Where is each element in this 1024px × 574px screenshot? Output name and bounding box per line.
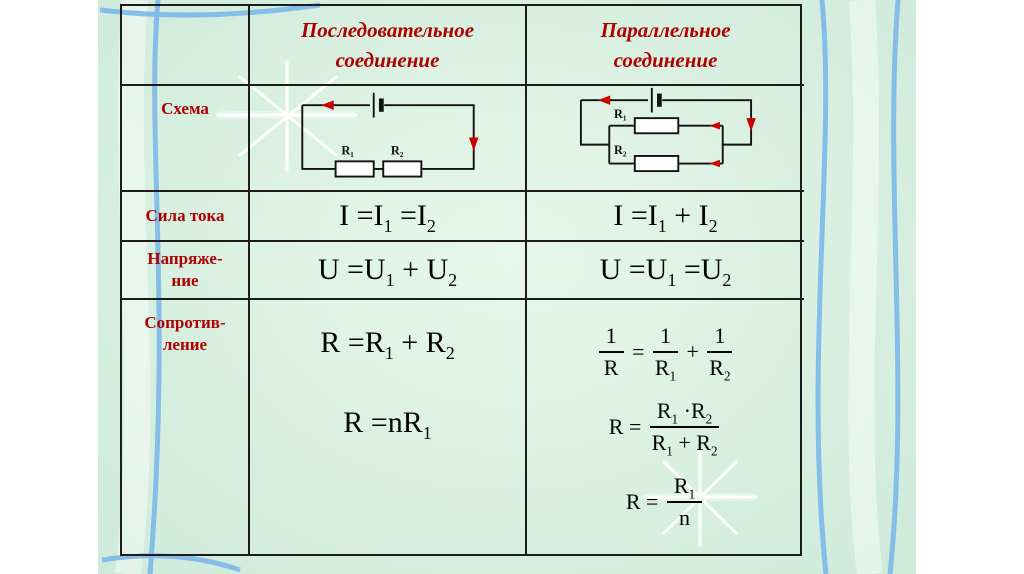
row-label-resistance: Сопротив- ление [122, 300, 250, 554]
row-label-schema: Схема [122, 86, 250, 192]
parallel-branch2-arrow [708, 159, 720, 168]
parallel-branch1-arrow [708, 121, 720, 130]
parallel-circuit-diagram: R₁ R₂ [579, 87, 756, 173]
header-parallel: Параллельное соединение [527, 6, 804, 86]
parallel-r2-label: R₂ [614, 143, 627, 157]
formula-resistance-series-1: R =R1 + R2 [320, 326, 455, 363]
corner-cell [122, 6, 250, 86]
formula-voltage-series: U =U1 + U2 [317, 253, 458, 290]
series-circuit-cell: R₁ R₂ [250, 86, 527, 192]
resistance-series-cell: R =R1 + R2 R =nR1 [250, 300, 527, 554]
series-current-arrow-right [468, 137, 478, 151]
slide-background [98, 0, 916, 574]
parallel-circuit-cell: R₁ R₂ [527, 86, 804, 192]
current-parallel-cell: I =I1 + I2 [527, 192, 804, 242]
comparison-table: Последовательное соединение Параллельное… [120, 4, 804, 556]
header-series: Последовательное соединение [250, 6, 527, 86]
series-r2-label: R₂ [390, 144, 403, 158]
parallel-current-arrow-right [745, 118, 756, 132]
formula-current-parallel: I =I1 + I2 [613, 199, 718, 236]
formula-voltage-parallel: U =U1 =U2 [599, 253, 732, 290]
formula-resistance-series-2: R =nR1 [343, 406, 432, 443]
current-series-cell: I =I1 =I2 [250, 192, 527, 242]
parallel-current-arrow-top [597, 95, 610, 105]
row-label-current: Сила тока [122, 192, 250, 242]
series-current-arrow-top [320, 100, 334, 110]
series-circuit-diagram: R₁ R₂ [300, 92, 478, 178]
voltage-parallel-cell: U =U1 =U2 [527, 242, 804, 300]
row-label-voltage: Напряже- ние [122, 242, 250, 300]
parallel-r1-label: R₁ [614, 107, 627, 121]
series-r1-label: R₁ [341, 144, 354, 158]
voltage-series-cell: U =U1 + U2 [250, 242, 527, 300]
formula-current-series: I =I1 =I2 [339, 199, 436, 236]
